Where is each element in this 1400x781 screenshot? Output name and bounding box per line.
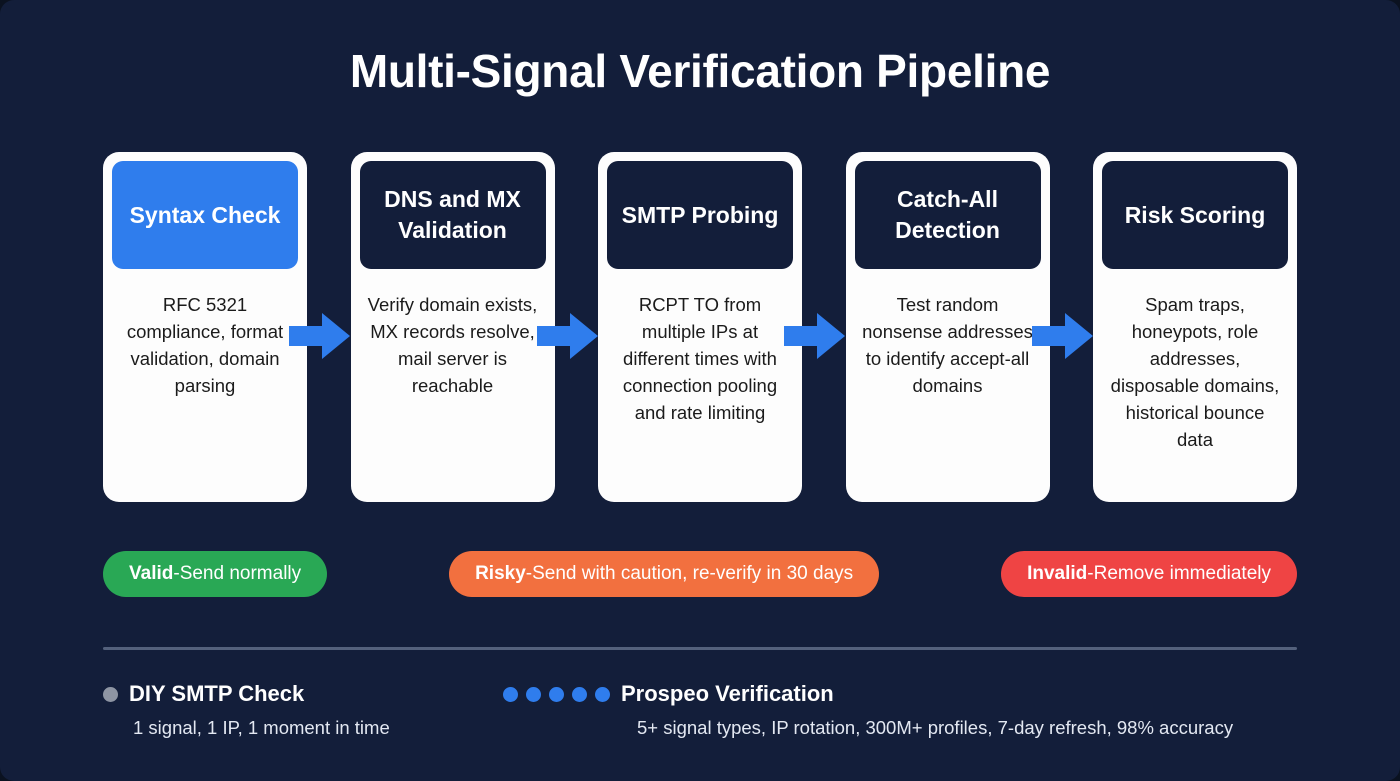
status-badge-label: Valid <box>129 563 174 584</box>
signal-dot <box>595 686 610 702</box>
arrow-right-icon <box>289 310 351 362</box>
status-badge-text: Send normally <box>179 563 302 584</box>
status-badge-valid: Valid - Send normally <box>103 551 328 597</box>
signal-dots-blue <box>503 686 610 702</box>
comparison-column-prospeo: Prospeo Verification 5+ signal types, IP… <box>503 680 1233 739</box>
stage-card: DNS and MX Validation Verify domain exis… <box>350 152 555 502</box>
arrow-right-icon <box>784 310 846 362</box>
comparison-column-diy: DIY SMTP Check 1 signal, 1 IP, 1 moment … <box>103 680 390 739</box>
stage-card: Syntax Check RFC 5321 compliance, format… <box>103 152 307 502</box>
status-badge-label: Risky <box>475 563 526 584</box>
page-title: Multi-Signal Verification Pipeline <box>349 45 1051 97</box>
comparison-header: Prospeo Verification <box>503 680 1233 708</box>
comparison-title: DIY SMTP Check <box>129 681 305 706</box>
comparison-title: Prospeo Verification <box>621 681 834 706</box>
status-badge-text: Remove immediately <box>1093 563 1271 584</box>
stage-header: DNS and MX Validation <box>359 161 546 269</box>
status-legend: Valid - Send normally Risky - Send with … <box>103 551 1297 597</box>
signal-dot <box>103 686 118 702</box>
stage-description: RCPT TO from multiple IPs at different t… <box>622 294 778 423</box>
stage-description: Test random nonsense addresses to identi… <box>862 294 1033 396</box>
status-badge-separator: - <box>173 563 180 584</box>
signal-dot <box>503 686 518 702</box>
stage-description: Spam traps, honeypots, role addresses, d… <box>1110 294 1280 450</box>
arrow-right-icon <box>1032 310 1094 362</box>
stage-card: SMTP Probing RCPT TO from multiple IPs a… <box>598 152 802 502</box>
stage-header: Syntax Check <box>112 161 298 269</box>
stage-card: Risk Scoring Spam traps, honeypots, role… <box>1093 152 1297 502</box>
stage-header: Catch-All Detection <box>854 161 1041 269</box>
comparison-subtitle: 5+ signal types, IP rotation, 300M+ prof… <box>637 717 1234 738</box>
section-divider <box>103 647 1297 650</box>
status-badge-separator: - <box>1087 563 1094 584</box>
status-badge-label: Invalid <box>1027 563 1088 584</box>
stage-description: Verify domain exists, MX records resolve… <box>367 294 538 396</box>
stage-description: RFC 5321 compliance, format validation, … <box>126 294 284 396</box>
stage-header: SMTP Probing <box>607 161 793 269</box>
signal-dot <box>526 686 541 702</box>
comparison-header: DIY SMTP Check <box>103 680 390 708</box>
status-badge-separator: - <box>525 563 533 584</box>
pipeline-stages: Syntax Check RFC 5321 compliance, format… <box>103 152 1297 502</box>
signal-dot <box>549 686 564 702</box>
status-badge-risky: Risky - Send with caution, re-verify in … <box>449 551 880 597</box>
signal-dots-gray <box>103 686 118 702</box>
stage-card: Catch-All Detection Test random nonsense… <box>845 152 1050 502</box>
stage-header: Risk Scoring <box>1102 161 1288 269</box>
status-badge-text: Send with caution, re-verify in 30 days <box>532 563 854 584</box>
comparison-section: DIY SMTP Check 1 signal, 1 IP, 1 moment … <box>103 680 1303 755</box>
signal-dot <box>572 686 587 702</box>
status-badge-invalid: Invalid - Remove immediately <box>1001 551 1297 597</box>
arrow-right-icon <box>537 310 599 362</box>
comparison-subtitle: 1 signal, 1 IP, 1 moment in time <box>133 717 390 738</box>
